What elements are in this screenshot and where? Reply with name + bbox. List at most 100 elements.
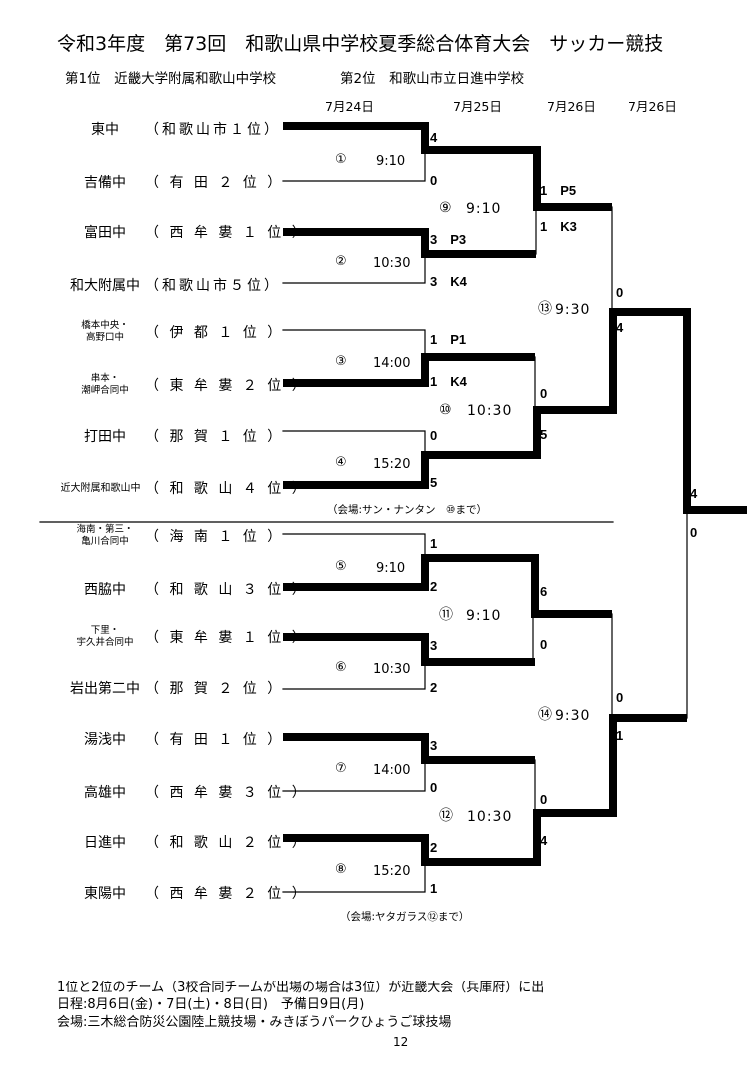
team-region: （ 那 賀 １ 位 ） bbox=[145, 429, 285, 445]
score: 0 bbox=[540, 386, 548, 401]
final-score: 0 bbox=[690, 525, 698, 540]
score: 3 K4 bbox=[430, 274, 467, 289]
date-round1: 7月24日 bbox=[325, 99, 374, 114]
score: 2 bbox=[430, 680, 438, 695]
match-number: ① bbox=[335, 152, 347, 167]
team-region: （ 和 歌 山 ２ 位 ） bbox=[145, 835, 309, 851]
match-number: ⑩ bbox=[439, 402, 453, 418]
team-region: （ 海 南 １ 位 ） bbox=[145, 529, 285, 545]
match-time: 14:00 bbox=[373, 356, 411, 371]
match-number: ④ bbox=[335, 455, 347, 470]
match-number: ② bbox=[335, 254, 347, 269]
team-region: （和歌山市１位） bbox=[145, 122, 281, 138]
score: 1 bbox=[616, 728, 624, 743]
venue-note: （会場:サン・ナンタン ⑩まで） bbox=[327, 504, 487, 516]
match-time: 10:30 bbox=[373, 662, 411, 677]
score: 5 bbox=[430, 475, 438, 490]
match-time: 9:10 bbox=[376, 561, 406, 576]
score: 4 bbox=[616, 320, 624, 335]
team-region: （ 西 牟 婁 １ 位 ） bbox=[145, 225, 309, 241]
final-score: 4 bbox=[690, 486, 698, 501]
venue-note: （会場:ヤタガラス⑫まで） bbox=[340, 911, 470, 923]
match-time: 15:20 bbox=[373, 457, 411, 472]
footer-line: 会場:三木総合防災公園陸上競技場・みきぼうパークひょうご球技場 bbox=[57, 1015, 452, 1030]
match-time: 9:10 bbox=[466, 608, 502, 624]
score: 1 bbox=[430, 536, 438, 551]
footer-line: 日程:8月6日(金)・7日(土)・8日(日) 予備日9日(月) bbox=[57, 997, 365, 1012]
match-time: 9:10 bbox=[376, 154, 406, 169]
team-region: （ 西 牟 婁 ２ 位 ） bbox=[145, 886, 309, 902]
match-number: ⑨ bbox=[439, 200, 453, 216]
match-time: 9:10 bbox=[466, 201, 502, 217]
first-place: 第1位 近畿大学附属和歌山中学校 bbox=[65, 71, 277, 87]
footer-line: 1位と2位のチーム（3校合同チームが出場の場合は3位）が近畿大会（兵庫府）に出 bbox=[57, 981, 545, 994]
score: 2 bbox=[430, 840, 438, 855]
match-number: ⑭ bbox=[538, 707, 553, 723]
team-name: 湯浅中 bbox=[84, 732, 126, 748]
score: 0 bbox=[616, 285, 624, 300]
team-name: 下里・ 宇久井合同中 bbox=[76, 625, 134, 648]
score: 3 bbox=[430, 638, 438, 653]
team-name: 和大附属中 bbox=[70, 278, 140, 294]
match-time: 10:30 bbox=[467, 403, 513, 419]
match-time: 9:30 bbox=[555, 708, 591, 724]
score: 5 bbox=[540, 427, 548, 442]
match-number: ⑬ bbox=[538, 301, 553, 317]
match-time: 10:30 bbox=[373, 256, 411, 271]
date-final: 7月26日 bbox=[628, 99, 677, 114]
score: 4 bbox=[540, 833, 548, 848]
score: 0 bbox=[540, 637, 548, 652]
team-region: （ 伊 都 １ 位 ） bbox=[145, 325, 285, 341]
score: 1 K3 bbox=[540, 219, 577, 234]
score: 0 bbox=[616, 690, 624, 705]
match-number: ⑫ bbox=[439, 808, 454, 824]
score: 6 bbox=[540, 584, 548, 599]
page-title: 令和3年度 第73回 和歌山県中学校夏季総合体育大会 サッカー競技 bbox=[57, 33, 664, 55]
team-region: （和歌山市５位） bbox=[145, 278, 281, 294]
team-name: 串本・ 潮岬合同中 bbox=[81, 373, 129, 396]
score: 1 P5 bbox=[540, 183, 577, 198]
team-name: 岩出第二中 bbox=[70, 681, 140, 697]
match-number: ⑪ bbox=[439, 607, 454, 623]
team-region: （ 和 歌 山 ３ 位 ） bbox=[145, 582, 309, 598]
score: 2 bbox=[430, 579, 438, 594]
match-number: ⑦ bbox=[335, 761, 347, 776]
team-name: 打田中 bbox=[84, 429, 126, 445]
team-name: 富田中 bbox=[84, 225, 126, 241]
match-number: ③ bbox=[335, 354, 347, 369]
match-time: 9:30 bbox=[555, 302, 591, 318]
score: 3 bbox=[430, 738, 438, 753]
team-name: 東陽中 bbox=[84, 886, 126, 902]
team-region: （ 那 賀 ２ 位 ） bbox=[145, 681, 285, 697]
score: 1 P1 bbox=[430, 332, 467, 347]
team-name: 近大附属和歌山中 bbox=[60, 483, 141, 494]
team-region: （ 東 牟 婁 １ 位 ） bbox=[145, 630, 309, 646]
team-name: 高雄中 bbox=[84, 785, 126, 801]
match-number: ⑧ bbox=[335, 862, 347, 877]
score: 4 bbox=[430, 130, 438, 145]
team-name: 西脇中 bbox=[84, 582, 126, 598]
page-number: 12 bbox=[393, 1035, 409, 1049]
team-name: 海南・第三・ 亀川合同中 bbox=[76, 524, 134, 547]
score: 0 bbox=[430, 428, 438, 443]
match-number: ⑥ bbox=[335, 660, 347, 675]
second-place: 第2位 和歌山市立日進中学校 bbox=[340, 71, 525, 87]
score: 0 bbox=[540, 792, 548, 807]
team-name: 日進中 bbox=[84, 835, 126, 851]
match-time: 14:00 bbox=[373, 763, 411, 778]
score: 1 bbox=[430, 881, 438, 896]
score: 1 K4 bbox=[430, 374, 467, 389]
team-region: （ 和 歌 山 ４ 位 ） bbox=[145, 481, 309, 497]
match-number: ⑤ bbox=[335, 559, 347, 574]
match-time: 10:30 bbox=[467, 809, 513, 825]
team-name: 橋本中央・ 高野口中 bbox=[81, 320, 129, 343]
score: 0 bbox=[430, 173, 438, 188]
score: 3 P3 bbox=[430, 232, 467, 247]
team-region: （ 東 牟 婁 ２ 位 ） bbox=[145, 378, 309, 394]
score: 0 bbox=[430, 780, 438, 795]
match-time: 15:20 bbox=[373, 864, 411, 879]
team-region: （ 有 田 ２ 位 ） bbox=[145, 175, 285, 191]
date-round2: 7月25日 bbox=[453, 99, 502, 114]
team-name: 東中 bbox=[91, 122, 119, 138]
